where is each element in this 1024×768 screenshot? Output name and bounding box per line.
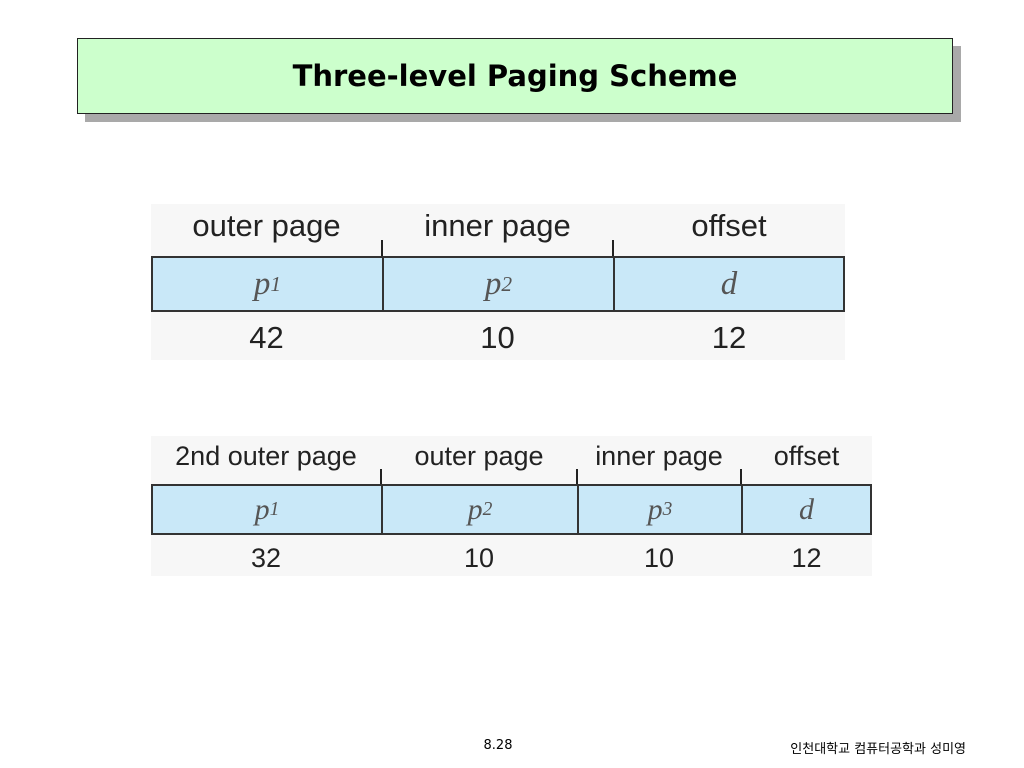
field-header-inner-page: inner page	[595, 441, 723, 471]
address-format-three-level: 2nd outer page outer page inner page off…	[151, 436, 872, 576]
slide-title: Three-level Paging Scheme	[292, 59, 738, 93]
field-symbol: p	[253, 265, 271, 302]
field-subscript: 3	[662, 498, 673, 520]
field-subscript: 1	[269, 498, 280, 520]
field-subscript: 2	[482, 498, 493, 520]
field-d: d	[615, 258, 843, 310]
header-divider-tick	[380, 469, 382, 484]
slide-title-box: Three-level Paging Scheme	[77, 38, 953, 114]
header-divider-tick	[740, 469, 742, 484]
field-symbol: p	[647, 492, 663, 526]
field-bits-inner-page: 10	[643, 543, 675, 573]
field-subscript: 2	[501, 271, 513, 296]
field-symbol: p	[254, 492, 270, 526]
field-bits-inner-page: 10	[480, 320, 515, 355]
field-d: d	[743, 486, 870, 533]
field-header-2nd-outer-page: 2nd outer page	[175, 441, 357, 471]
header-divider-tick	[381, 240, 383, 256]
field-separator	[381, 486, 383, 533]
field-header-offset: offset	[773, 441, 840, 471]
field-separator	[382, 258, 384, 310]
field-bits-offset: 12	[791, 543, 822, 573]
field-separator	[613, 258, 615, 310]
field-subscript: 1	[270, 271, 282, 296]
slide-footer-credit: 인천대학교 컴퓨터공학과 성미영	[790, 742, 966, 757]
header-divider-tick	[576, 469, 578, 484]
field-symbol: p	[467, 492, 483, 526]
field-symbol: d	[720, 265, 738, 302]
field-bits-offset: 12	[711, 320, 747, 355]
field-header-outer-page: outer page	[414, 441, 544, 471]
field-separator	[577, 486, 579, 533]
field-header-outer-page: outer page	[192, 208, 341, 243]
field-bits-2nd-outer-page: 32	[250, 543, 282, 573]
field-header-inner-page: inner page	[424, 208, 571, 243]
field-symbol: d	[799, 492, 814, 526]
field-symbol: p	[484, 265, 502, 302]
field-header-offset: offset	[691, 208, 767, 243]
field-separator	[741, 486, 743, 533]
field-bits-outer-page: 10	[463, 543, 495, 573]
header-divider-tick	[612, 240, 614, 256]
slide-page-number: 8.28	[483, 738, 513, 753]
field-bits-outer-page: 42	[249, 320, 284, 355]
